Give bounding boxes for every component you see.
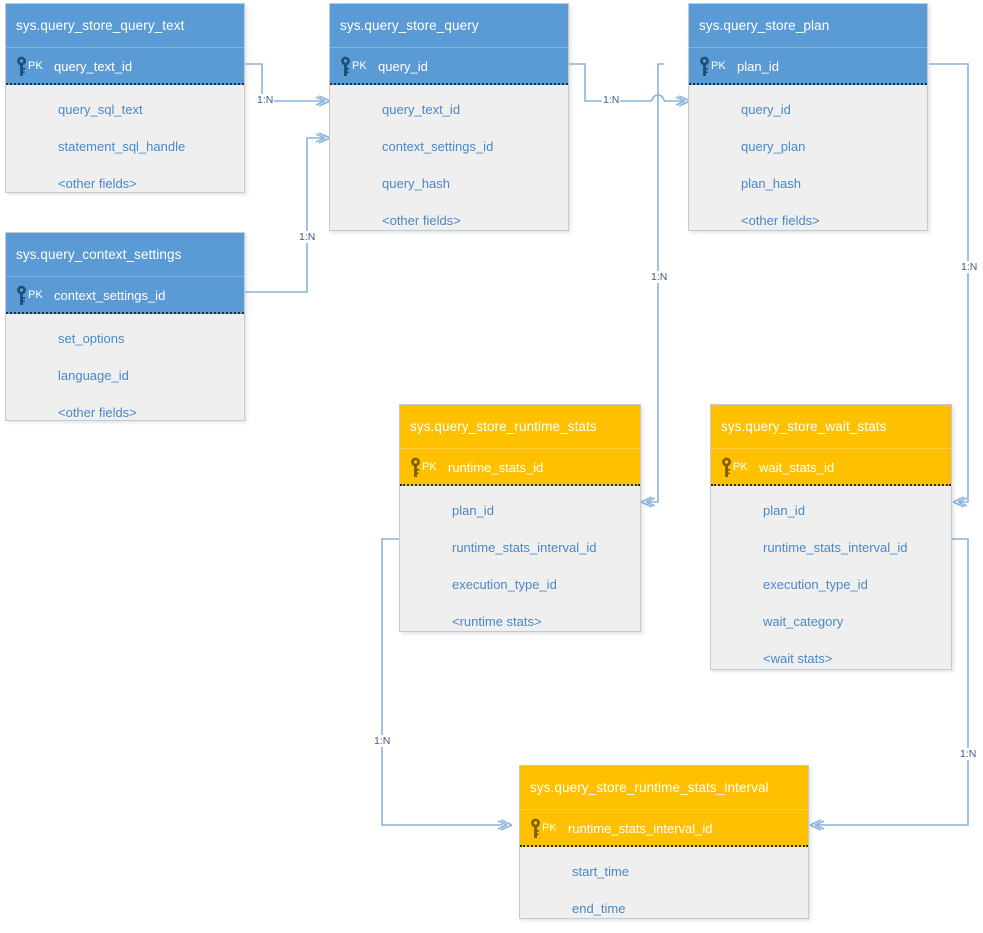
cardinality-label-query-to-plan: 1:N: [602, 94, 621, 106]
field-row: query_plan: [741, 139, 806, 154]
entity-primary-key-row: PK context_settings_id: [6, 277, 244, 314]
cardinality-label-plan-to-wait-stats: 1:N: [960, 261, 979, 273]
entity-primary-key-row: PK runtime_stats_interval_id: [520, 810, 808, 847]
entity-query-store-runtime-stats[interactable]: sys.query_store_runtime_stats PK runtime…: [399, 404, 641, 632]
entity-title: sys.query_context_settings: [6, 233, 244, 277]
field-row: runtime_stats_interval_id: [452, 540, 597, 555]
pk-badge: PK: [733, 461, 748, 473]
field-row: <other fields>: [58, 405, 137, 420]
field-row: runtime_stats_interval_id: [763, 540, 908, 555]
entity-field-list: plan_id runtime_stats_interval_id execut…: [400, 486, 640, 650]
entity-title: sys.query_store_runtime_stats: [400, 405, 640, 449]
entity-title: sys.query_store_query_text: [6, 4, 244, 48]
entity-field-list: plan_id runtime_stats_interval_id execut…: [711, 486, 951, 687]
field-row: plan_id: [763, 503, 805, 518]
connector-context-settings-to-query: [245, 132, 331, 293]
entity-field-list: query_sql_text statement_sql_handle <oth…: [6, 85, 244, 212]
cardinality-label-interval-to-wait-stats: 1:N: [959, 748, 978, 760]
key-icon: [722, 457, 731, 477]
field-row: <other fields>: [741, 213, 820, 228]
pk-badge: PK: [28, 60, 43, 72]
pk-field-name: query_id: [378, 59, 428, 74]
field-row: query_text_id: [382, 102, 461, 117]
field-row: query_sql_text: [58, 102, 143, 117]
field-row: <other fields>: [58, 176, 137, 191]
entity-title: sys.query_store_query: [330, 4, 568, 48]
entity-field-list: set_options language_id <other fields>: [6, 314, 244, 441]
pk-field-name: wait_stats_id: [759, 460, 835, 475]
entity-title: sys.query_store_wait_stats: [711, 405, 951, 449]
entity-field-list: query_id query_plan plan_hash <other fie…: [689, 85, 927, 249]
field-row: language_id: [58, 368, 129, 383]
cardinality-label-query-text-to-query: 1:N: [256, 94, 275, 106]
key-icon: [17, 285, 26, 305]
key-icon: [411, 457, 420, 477]
entity-query-store-query[interactable]: sys.query_store_query PK query_id query_…: [329, 3, 569, 231]
entity-field-list: query_text_id context_settings_id query_…: [330, 85, 568, 249]
entity-query-context-settings[interactable]: sys.query_context_settings PK context_se…: [5, 232, 245, 421]
pk-badge: PK: [422, 461, 437, 473]
pk-badge: PK: [711, 60, 726, 72]
field-row: start_time: [572, 864, 630, 879]
entity-primary-key-row: PK runtime_stats_id: [400, 449, 640, 486]
key-icon: [17, 56, 26, 76]
pk-badge: PK: [352, 60, 367, 72]
entity-primary-key-row: PK query_id: [330, 48, 568, 85]
pk-field-name: runtime_stats_id: [448, 460, 544, 475]
field-row: wait_category: [763, 614, 844, 629]
entity-primary-key-row: PK wait_stats_id: [711, 449, 951, 486]
cardinality-label-interval-to-runtime-stats: 1:N: [373, 735, 392, 747]
field-row: plan_id: [452, 503, 494, 518]
cardinality-label-plan-to-runtime-stats: 1:N: [650, 271, 669, 283]
field-row: execution_type_id: [452, 577, 557, 592]
entity-title: sys.query_store_runtime_stats_interval: [520, 766, 808, 810]
field-row: end_time: [572, 901, 626, 916]
key-icon: [341, 56, 350, 76]
field-row: statement_sql_handle: [58, 139, 186, 154]
field-row: context_settings_id: [382, 139, 494, 154]
key-icon: [531, 818, 540, 838]
connector-query-to-plan: [568, 63, 691, 107]
field-row: <runtime stats>: [452, 614, 542, 629]
field-row: query_hash: [382, 176, 450, 191]
entity-primary-key-row: PK plan_id: [689, 48, 927, 85]
entity-query-store-wait-stats[interactable]: sys.query_store_wait_stats PK wait_stats…: [710, 404, 952, 670]
entity-query-store-runtime-stats-interval[interactable]: sys.query_store_runtime_stats_interval P…: [519, 765, 809, 919]
field-row: plan_hash: [741, 176, 801, 191]
connector-plan-to-runtime-stats: [640, 63, 664, 508]
entity-primary-key-row: PK query_text_id: [6, 48, 244, 85]
field-row: <other fields>: [382, 213, 461, 228]
entity-query-store-plan[interactable]: sys.query_store_plan PK plan_id query_id…: [688, 3, 928, 231]
cardinality-label-context-settings-to-query: 1:N: [298, 231, 317, 243]
entity-field-list: start_time end_time: [520, 847, 808, 933]
field-row: set_options: [58, 331, 125, 346]
key-icon: [700, 56, 709, 76]
pk-field-name: query_text_id: [54, 59, 133, 74]
field-row: query_id: [741, 102, 791, 117]
pk-field-name: runtime_stats_interval_id: [568, 821, 713, 836]
pk-badge: PK: [28, 289, 43, 301]
pk-field-name: context_settings_id: [54, 288, 166, 303]
field-row: execution_type_id: [763, 577, 868, 592]
pk-badge: PK: [542, 822, 557, 834]
pk-field-name: plan_id: [737, 59, 779, 74]
field-row: <wait stats>: [763, 651, 833, 666]
entity-title: sys.query_store_plan: [689, 4, 927, 48]
entity-query-store-query-text[interactable]: sys.query_store_query_text PK query_text…: [5, 3, 245, 193]
